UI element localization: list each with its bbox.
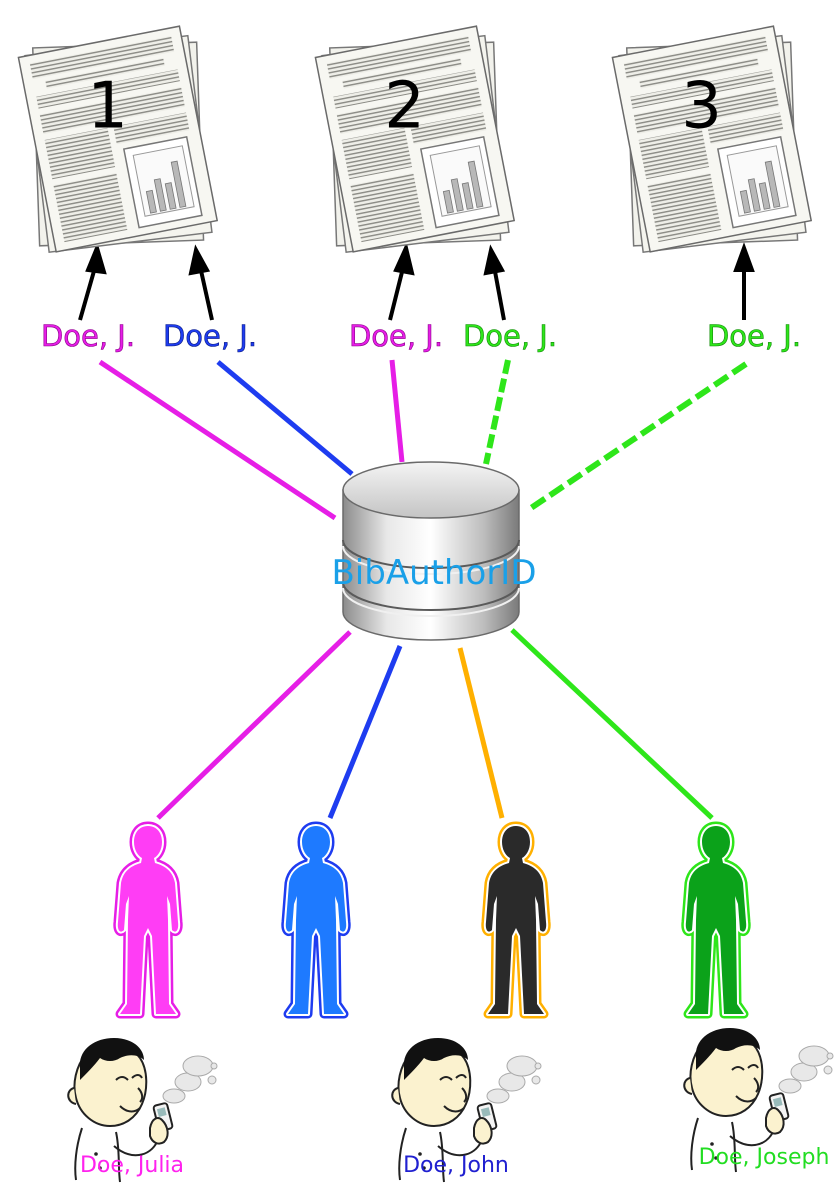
connector-green-2 bbox=[526, 361, 748, 513]
author-label-2: Doe, J. bbox=[163, 319, 257, 353]
author-label-5: Doe, J. bbox=[707, 319, 801, 353]
upper-connectors bbox=[98, 359, 748, 521]
paper-number: 1 bbox=[87, 69, 128, 143]
person-silhouette-icon bbox=[118, 826, 178, 1014]
author-label-4: Doe, J. bbox=[463, 319, 557, 353]
paper-number: 3 bbox=[681, 69, 722, 143]
connector-green-1 bbox=[483, 359, 511, 465]
arrow-head-icon bbox=[393, 241, 415, 276]
author-labels: Doe, J. Doe, J. Doe, J. Doe, J. Doe, J. bbox=[41, 319, 802, 354]
paper-3: 3 bbox=[595, 16, 829, 272]
person-silhouette-icon bbox=[486, 826, 546, 1014]
arrow-label4-paper2 bbox=[492, 265, 506, 321]
connector-to-person-2 bbox=[327, 645, 403, 819]
database-icon bbox=[342, 461, 520, 641]
person-name-julia: Doe, Julia bbox=[80, 1153, 184, 1178]
paper-2: 2 bbox=[298, 16, 532, 272]
person-silhouette-icon bbox=[686, 826, 746, 1014]
arrow-head-icon bbox=[188, 244, 211, 276]
paper-1: 1 bbox=[1, 16, 235, 272]
person-name-joseph: Doe, Joseph bbox=[699, 1145, 830, 1170]
person-silhouette-icon bbox=[286, 826, 346, 1014]
arrow-head-icon bbox=[85, 241, 107, 275]
connector-to-person-4 bbox=[510, 628, 714, 820]
author-label-3: Doe, J. bbox=[349, 319, 443, 353]
paper-number: 2 bbox=[384, 69, 425, 143]
connector-magenta-2 bbox=[389, 359, 405, 463]
connector-to-person-3 bbox=[457, 647, 505, 819]
connector-to-person-1 bbox=[156, 630, 352, 820]
lower-connectors bbox=[156, 628, 714, 820]
arrow-label2-paper1 bbox=[198, 265, 214, 321]
arrow-head-icon bbox=[733, 242, 755, 272]
database-label: BibAuthorID bbox=[331, 553, 536, 593]
paper-arrows bbox=[78, 241, 755, 321]
arrow-label1-paper1 bbox=[78, 263, 98, 321]
connector-blue-1 bbox=[216, 360, 354, 476]
person-name-john: Doe, John bbox=[403, 1153, 509, 1178]
connector-magenta-1 bbox=[98, 359, 337, 521]
arrow-label3-paper2 bbox=[388, 263, 406, 321]
author-label-1: Doe, J. bbox=[41, 319, 135, 353]
arrow-head-icon bbox=[483, 244, 506, 276]
